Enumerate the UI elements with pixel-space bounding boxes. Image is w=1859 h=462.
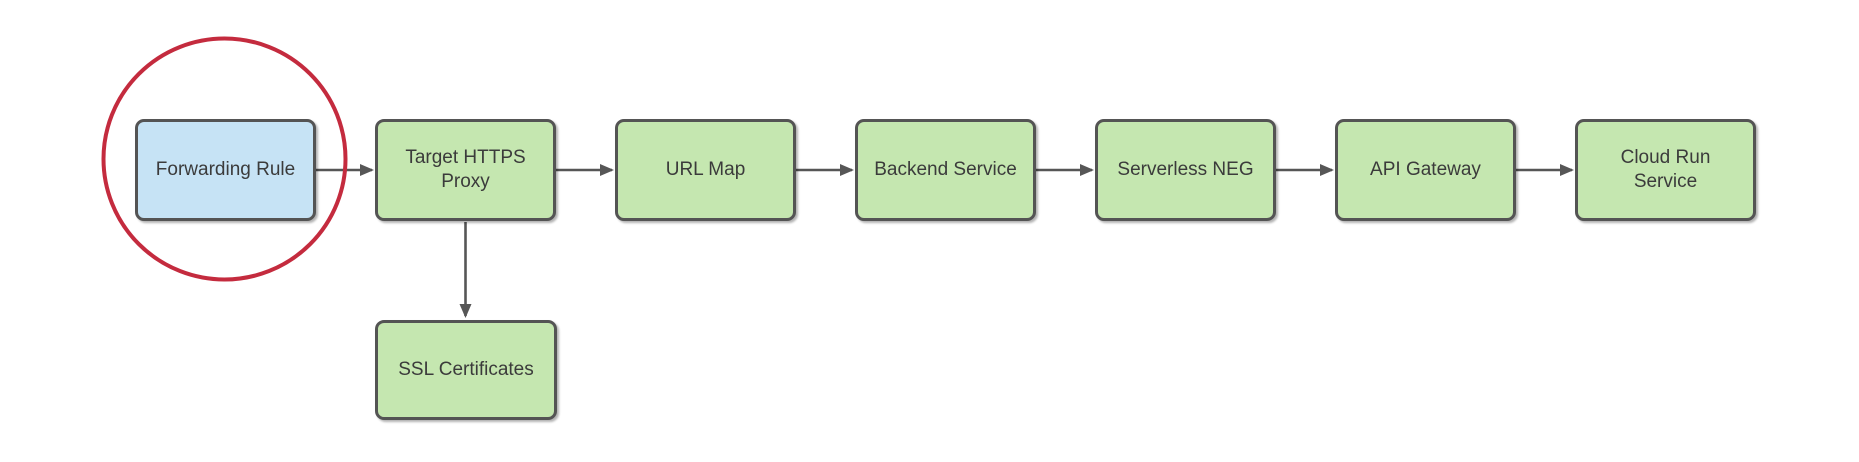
node-cloud-run-service: Cloud Run Service — [1575, 119, 1756, 221]
node-label: Cloud Run Service — [1620, 147, 1711, 192]
node-forwarding-rule: Forwarding Rule — [135, 119, 316, 221]
node-label: Forwarding Rule — [155, 159, 296, 181]
node-target-https-proxy: Target HTTPS Proxy — [375, 119, 556, 221]
node-api-gateway: API Gateway — [1335, 119, 1516, 221]
node-label: Target HTTPS Proxy — [405, 147, 526, 192]
node-label: Backend Service — [874, 159, 1017, 181]
node-label: URL Map — [665, 159, 746, 181]
node-label: SSL Certificates — [398, 359, 534, 381]
node-ssl-certificates: SSL Certificates — [375, 320, 557, 420]
node-label: API Gateway — [1370, 159, 1481, 181]
node-url-map: URL Map — [615, 119, 796, 221]
node-backend-service: Backend Service — [855, 119, 1036, 221]
node-serverless-neg: Serverless NEG — [1095, 119, 1276, 221]
node-label: Serverless NEG — [1117, 159, 1254, 181]
